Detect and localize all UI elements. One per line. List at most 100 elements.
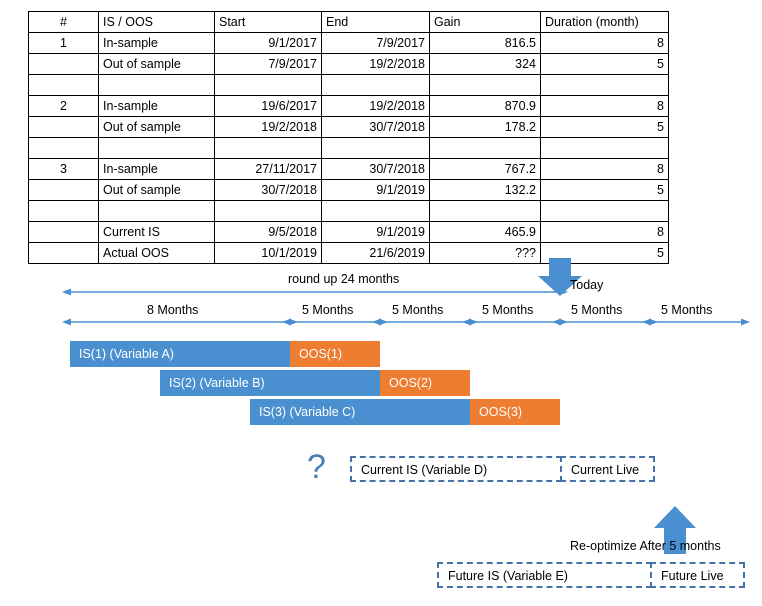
cell-duration: 5 xyxy=(540,179,669,201)
table-row-spacer xyxy=(28,137,669,159)
bar-is-3: IS(3) (Variable C) xyxy=(250,399,470,425)
header-cell-duration: Duration (month) xyxy=(540,11,669,33)
segment-label-6: 5 Months xyxy=(661,303,713,317)
cell-gain xyxy=(429,137,541,159)
bar-oos-1: OOS(1) xyxy=(290,341,380,367)
cell-end: 19/2/2018 xyxy=(321,53,430,75)
cell-start: 9/1/2017 xyxy=(214,32,322,54)
reoptimize-label: Re-optimize After 5 months xyxy=(570,539,721,553)
cell-end: 9/1/2019 xyxy=(321,221,430,243)
cell-duration: 5 xyxy=(540,53,669,75)
timeline-arrows-svg xyxy=(62,258,750,554)
table-row: Out of sample 30/7/2018 9/1/2019 132.2 5 xyxy=(28,179,669,201)
cell-gain: 324 xyxy=(429,53,541,75)
current-live-box: Current Live xyxy=(560,456,655,482)
cell-end: 21/6/2019 xyxy=(321,242,430,264)
cell-end xyxy=(321,200,430,222)
cell-start: 19/2/2018 xyxy=(214,116,322,138)
cell-number: 2 xyxy=(28,95,99,117)
cell-start: 19/6/2017 xyxy=(214,95,322,117)
cell-end: 30/7/2018 xyxy=(321,116,430,138)
table-row: Out of sample 7/9/2017 19/2/2018 324 5 xyxy=(28,53,669,75)
cell-end xyxy=(321,137,430,159)
cell-end xyxy=(321,74,430,96)
cell-is-oos xyxy=(98,74,215,96)
cell-number xyxy=(28,53,99,75)
header-cell-number: # xyxy=(28,11,99,33)
cell-start: 27/11/2017 xyxy=(214,158,322,180)
span-label-24-months: round up 24 months xyxy=(288,272,400,286)
table-row: 1 In-sample 9/1/2017 7/9/2017 816.5 8 xyxy=(28,32,669,54)
cell-duration xyxy=(540,74,669,96)
segment-label-5: 5 Months xyxy=(571,303,623,317)
current-is-box: Current IS (Variable D) xyxy=(350,456,562,482)
cell-number: 3 xyxy=(28,158,99,180)
cell-duration: 8 xyxy=(540,32,669,54)
cell-gain xyxy=(429,200,541,222)
bar-oos-3: OOS(3) xyxy=(470,399,560,425)
table-row: 2 In-sample 19/6/2017 19/2/2018 870.9 8 xyxy=(28,95,669,117)
segment-label-4: 5 Months xyxy=(482,303,534,317)
cell-gain: 816.5 xyxy=(429,32,541,54)
segment-label-3: 5 Months xyxy=(392,303,444,317)
segment-label-2: 5 Months xyxy=(302,303,354,317)
segment-label-1: 8 Months xyxy=(147,303,199,317)
cell-start: 7/9/2017 xyxy=(214,53,322,75)
table-row: Current IS 9/5/2018 9/1/2019 465.9 8 xyxy=(28,221,669,243)
cell-is-oos: Out of sample xyxy=(98,53,215,75)
future-live-box: Future Live xyxy=(650,562,745,588)
cell-start xyxy=(214,137,322,159)
question-mark-icon: ? xyxy=(307,448,326,486)
bar-is-2: IS(2) (Variable B) xyxy=(160,370,380,396)
timeline-diagram: round up 24 months Today 8 Months 5 Mont… xyxy=(0,258,762,606)
cell-gain: 132.2 xyxy=(429,179,541,201)
header-cell-start: Start xyxy=(214,11,322,33)
today-arrow-icon xyxy=(538,258,582,296)
cell-gain: 178.2 xyxy=(429,116,541,138)
cell-is-oos: Out of sample xyxy=(98,116,215,138)
cell-duration xyxy=(540,137,669,159)
cell-duration xyxy=(540,200,669,222)
cell-is-oos: In-sample xyxy=(98,32,215,54)
bar-is-1: IS(1) (Variable A) xyxy=(70,341,290,367)
cell-is-oos xyxy=(98,137,215,159)
cell-number: 1 xyxy=(28,32,99,54)
cell-start xyxy=(214,74,322,96)
cell-number xyxy=(28,200,99,222)
table-row-spacer xyxy=(28,200,669,222)
table-row: 3 In-sample 27/11/2017 30/7/2018 767.2 8 xyxy=(28,158,669,180)
header-cell-gain: Gain xyxy=(429,11,541,33)
cell-is-oos: Out of sample xyxy=(98,179,215,201)
cell-end: 19/2/2018 xyxy=(321,95,430,117)
cell-number xyxy=(28,221,99,243)
cell-gain xyxy=(429,74,541,96)
cell-duration: 8 xyxy=(540,158,669,180)
table-row: Out of sample 19/2/2018 30/7/2018 178.2 … xyxy=(28,116,669,138)
future-is-box: Future IS (Variable E) xyxy=(437,562,652,588)
cell-start: 30/7/2018 xyxy=(214,179,322,201)
cell-duration: 8 xyxy=(540,221,669,243)
cell-gain: 870.9 xyxy=(429,95,541,117)
table-row: Actual OOS 10/1/2019 21/6/2019 ??? 5 xyxy=(28,242,669,264)
cell-gain: 767.2 xyxy=(429,158,541,180)
cell-number xyxy=(28,74,99,96)
cell-end: 30/7/2018 xyxy=(321,158,430,180)
cell-start xyxy=(214,200,322,222)
cell-end: 7/9/2017 xyxy=(321,32,430,54)
cell-start: 9/5/2018 xyxy=(214,221,322,243)
cell-number xyxy=(28,179,99,201)
header-cell-end: End xyxy=(321,11,430,33)
cell-gain: 465.9 xyxy=(429,221,541,243)
cell-duration: 5 xyxy=(540,242,669,264)
table-header-row: # IS / OOS Start End Gain Duration (mont… xyxy=(28,11,669,33)
cell-number xyxy=(28,137,99,159)
bar-oos-2: OOS(2) xyxy=(380,370,470,396)
schedule-table: # IS / OOS Start End Gain Duration (mont… xyxy=(28,11,669,264)
table-row-spacer xyxy=(28,74,669,96)
cell-start: 10/1/2019 xyxy=(214,242,322,264)
cell-is-oos xyxy=(98,200,215,222)
cell-duration: 5 xyxy=(540,116,669,138)
reoptimize-arrow-icon xyxy=(654,506,696,554)
cell-duration: 8 xyxy=(540,95,669,117)
cell-is-oos: In-sample xyxy=(98,95,215,117)
